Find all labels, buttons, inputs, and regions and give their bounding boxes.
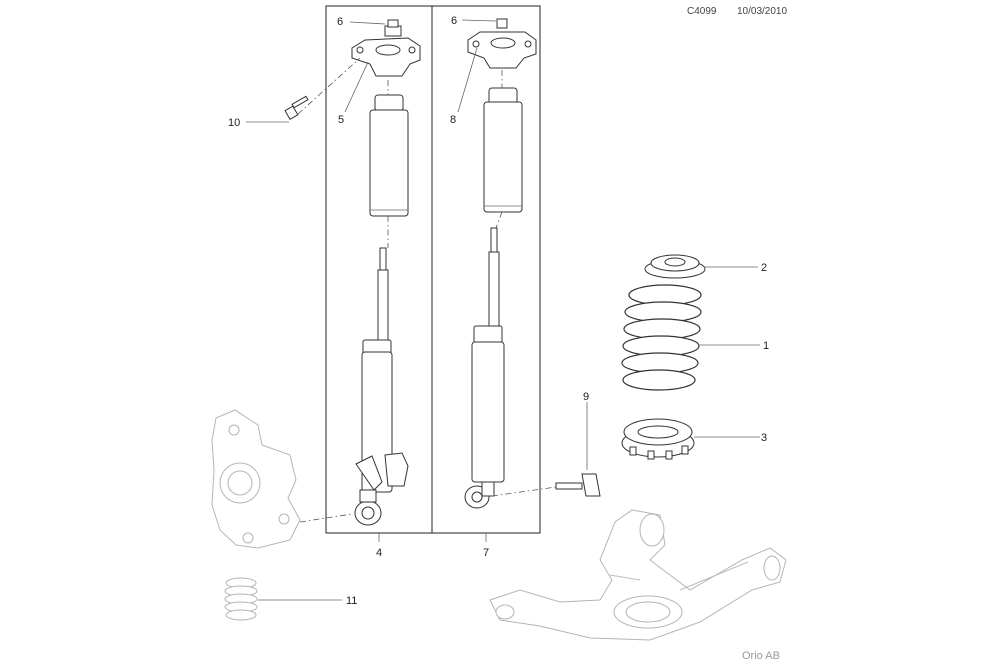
dust-boot-left	[369, 94, 409, 217]
lower-control-arm	[489, 509, 787, 641]
callout-9: 9	[583, 391, 589, 403]
callout-2: 2	[761, 262, 767, 274]
callout-7: 7	[483, 547, 489, 559]
leader-6b	[461, 19, 497, 22]
axis-line-bolt-10	[297, 57, 361, 115]
callout-3: 3	[761, 432, 767, 444]
leader-6a	[349, 21, 386, 25]
callout-5: 5	[338, 114, 344, 126]
spring-seat-lower	[621, 418, 695, 460]
leader-5	[344, 61, 369, 113]
callout-4: 4	[376, 547, 382, 559]
drawing-id: C4099	[687, 6, 717, 17]
bump-stop-spring	[224, 577, 258, 621]
credit-text: Orio AB	[742, 650, 780, 662]
bolt-9	[555, 473, 601, 497]
coil-spring	[621, 284, 702, 391]
shock-absorber-right	[464, 227, 505, 509]
top-mount-right	[467, 18, 537, 69]
callout-11: 11	[346, 595, 357, 607]
dust-boot-right	[483, 87, 523, 213]
bolt-10	[284, 95, 309, 121]
callout-6-right: 6	[451, 15, 457, 27]
axis-line-knuckle	[299, 513, 353, 523]
callout-8: 8	[450, 114, 456, 126]
wheel-knuckle	[211, 409, 301, 549]
axis-line-bolt-9	[491, 486, 557, 497]
callout-6-left: 6	[337, 16, 343, 28]
leader-8	[457, 47, 478, 113]
spring-seat-upper	[644, 254, 706, 279]
callout-10: 10	[228, 117, 240, 129]
axis-line-right-mid	[495, 211, 503, 229]
top-mount-left	[351, 19, 421, 77]
drawing-date: 10/03/2010	[737, 6, 787, 17]
shock-absorber-left	[354, 247, 409, 526]
callout-1: 1	[763, 340, 769, 352]
